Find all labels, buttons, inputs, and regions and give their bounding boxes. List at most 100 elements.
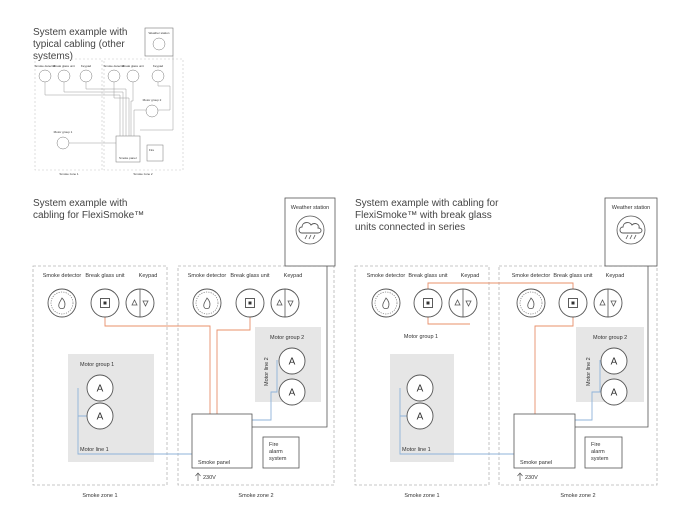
svg-text:Motor line 2: Motor line 2: [264, 357, 270, 386]
motor-icon: [600, 378, 628, 406]
left-motor-group-1: [68, 354, 154, 462]
svg-text:Break glass unit: Break glass unit: [408, 273, 448, 279]
keypad-icon[interactable]: [593, 288, 623, 318]
svg-text:Weather station: Weather station: [149, 31, 170, 35]
svg-text:Smoke detector: Smoke detector: [34, 64, 55, 68]
svg-text:Motor group 1: Motor group 1: [404, 334, 438, 340]
left-smoke-panel: [191, 413, 253, 469]
svg-text:Fire: Fire: [149, 148, 154, 152]
keypad-icon[interactable]: [125, 288, 155, 318]
svg-text:Smoke panel: Smoke panel: [119, 156, 137, 160]
svg-text:Smoke detector: Smoke detector: [367, 273, 406, 279]
svg-text:Keypad: Keypad: [284, 273, 303, 279]
power-arrow-icon: [195, 472, 201, 481]
heading-flexismoke-cabling: System example with cabling for FlexiSmo…: [33, 198, 145, 221]
heading-flexismoke-series: System example with cabling for FlexiSmo…: [355, 198, 499, 233]
svg-text:Motor line 2: Motor line 2: [586, 357, 592, 386]
thumb-weather-station: [144, 27, 174, 57]
svg-text:Motor group 2: Motor group 2: [593, 335, 627, 341]
svg-text:Motor group 1: Motor group 1: [54, 130, 73, 134]
svg-text:Smoke detector: Smoke detector: [103, 64, 124, 68]
thumb-zone-2: [103, 58, 184, 171]
thumb-zone-1: [34, 58, 103, 171]
svg-text:alarm: alarm: [591, 449, 605, 455]
motor-icon: [406, 402, 434, 430]
heading-typical-cabling: System example with typical cabling (oth…: [33, 27, 128, 62]
svg-text:Smoke panel: Smoke panel: [520, 460, 552, 466]
svg-text:Smoke detector: Smoke detector: [512, 273, 551, 279]
svg-text:Weather station: Weather station: [612, 205, 650, 211]
power-arrow-icon: [517, 472, 523, 481]
left-smoke-zone-2: [177, 265, 335, 486]
svg-text:Smoke zone 2: Smoke zone 2: [560, 493, 595, 499]
thumbnail-diagram: Weather station Smoke detector Break gla…: [34, 27, 184, 176]
svg-text:Fire: Fire: [269, 442, 278, 448]
svg-text:230V: 230V: [525, 475, 538, 481]
svg-text:Smoke panel: Smoke panel: [198, 460, 230, 466]
right-smoke-zone-1: [354, 265, 490, 486]
svg-text:Break glass unit: Break glass unit: [122, 64, 144, 68]
svg-text:Motor line 1: Motor line 1: [402, 447, 431, 453]
svg-text:Motor group 1: Motor group 1: [80, 362, 114, 368]
right-fire-alarm: [584, 436, 623, 469]
svg-text:Smoke zone 2: Smoke zone 2: [133, 172, 153, 176]
right-weather-cable: [575, 266, 649, 428]
left-weather-icon: [295, 215, 325, 245]
right-motor-line-2: [575, 360, 601, 421]
left-diagram: Weather station Smoke detector Break gla…: [32, 197, 336, 499]
svg-text:Smoke zone 1: Smoke zone 1: [82, 493, 117, 499]
right-smoke-panel: [513, 413, 576, 469]
motor-icon: [86, 402, 114, 430]
left-break-glass-cable: [104, 317, 251, 414]
svg-text:Keypad: Keypad: [81, 64, 92, 68]
break-glass-icon: [235, 288, 265, 318]
smoke-detector-icon: [47, 288, 77, 318]
thumb-fire-alarm: [146, 144, 164, 162]
svg-text:alarm: alarm: [269, 449, 283, 455]
svg-text:Weather station: Weather station: [291, 205, 329, 211]
svg-text:Smoke detector: Smoke detector: [43, 273, 82, 279]
svg-text:Keypad: Keypad: [153, 64, 164, 68]
left-weather-cable: [252, 266, 328, 428]
break-glass-icon: [558, 288, 588, 318]
svg-text:Break glass unit: Break glass unit: [85, 273, 125, 279]
right-diagram: Weather station Smoke detector Break gla…: [354, 197, 658, 499]
svg-text:Keypad: Keypad: [606, 273, 625, 279]
svg-text:system: system: [591, 456, 609, 462]
svg-text:Break glass unit: Break glass unit: [553, 273, 593, 279]
motor-icon: [278, 347, 306, 375]
smoke-detector-icon: [516, 288, 546, 318]
left-fire-alarm: [262, 436, 300, 469]
smoke-detector-icon: [371, 288, 401, 318]
smoke-detector-icon: [192, 288, 222, 318]
svg-text:Keypad: Keypad: [461, 273, 480, 279]
svg-text:Motor group 2: Motor group 2: [270, 335, 304, 341]
motor-icon: [278, 378, 306, 406]
keypad-icon[interactable]: [270, 288, 300, 318]
right-break-glass-series-cable: [427, 282, 574, 414]
thumb-smoke-panel: [115, 135, 141, 163]
svg-text:Fire: Fire: [591, 442, 600, 448]
svg-text:Smoke zone 2: Smoke zone 2: [238, 493, 273, 499]
keypad-icon[interactable]: [448, 288, 478, 318]
break-glass-icon: [90, 288, 120, 318]
svg-text:Break glass unit: Break glass unit: [230, 273, 270, 279]
break-glass-icon: [413, 288, 443, 318]
motor-icon: [600, 347, 628, 375]
svg-text:230V: 230V: [203, 475, 216, 481]
right-smoke-zone-2: [498, 265, 658, 486]
svg-text:Motor group 2: Motor group 2: [143, 98, 162, 102]
motor-icon: [86, 374, 114, 402]
svg-text:Break glass unit: Break glass unit: [53, 64, 75, 68]
svg-text:system: system: [269, 456, 287, 462]
svg-text:Keypad: Keypad: [139, 273, 158, 279]
svg-text:Motor line 1: Motor line 1: [80, 447, 109, 453]
right-weather-icon: [616, 215, 646, 245]
svg-text:Smoke zone 1: Smoke zone 1: [59, 172, 79, 176]
svg-text:Smoke zone 1: Smoke zone 1: [404, 493, 439, 499]
motor-icon: [406, 374, 434, 402]
left-motor-line-2: [252, 360, 278, 421]
left-smoke-zone-1: [32, 265, 168, 486]
